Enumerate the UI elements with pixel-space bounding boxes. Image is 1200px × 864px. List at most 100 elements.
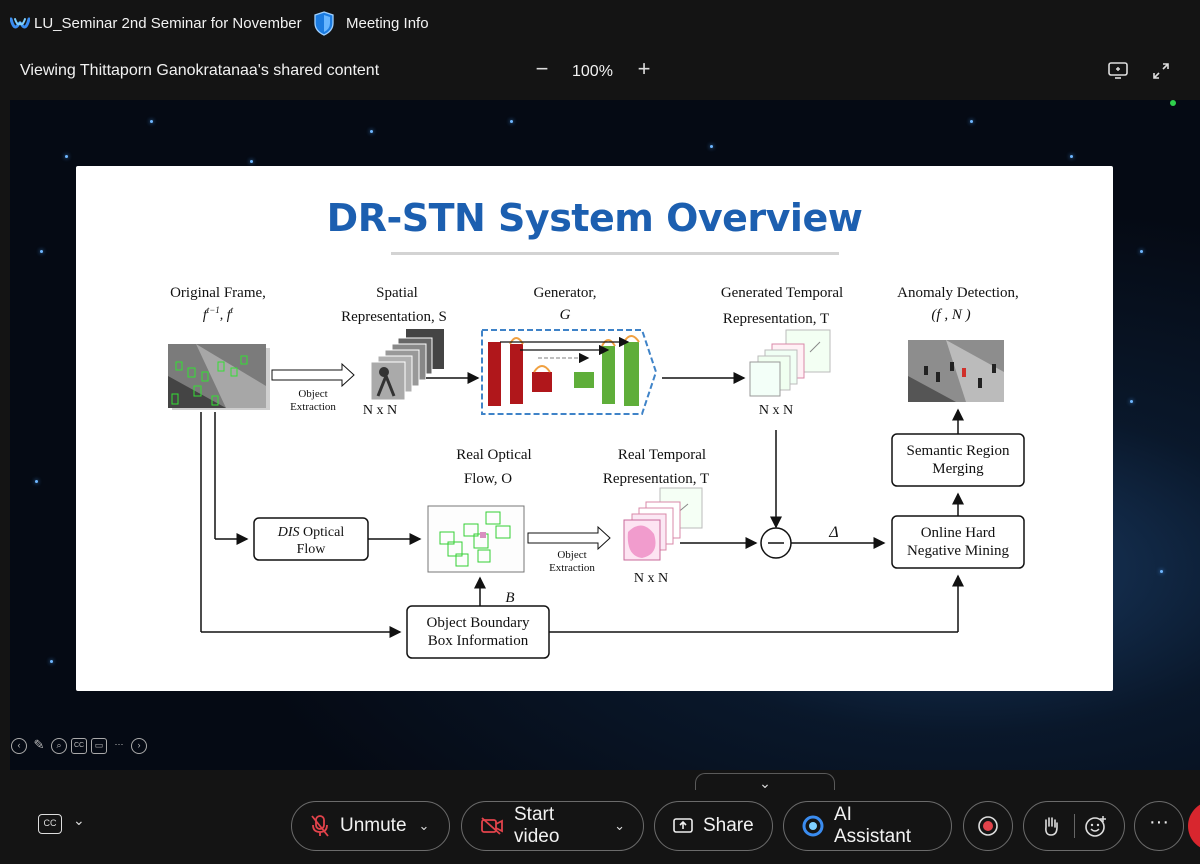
shield-icon[interactable] [313,11,335,36]
bg-star [970,120,973,123]
label-spatial-2: Representation, S [341,309,447,325]
label-object-1: Object [298,388,327,400]
meeting-controls-bar: CC ⌄ Unmute ⌄ Start video ⌄ Share AI As [0,790,1200,864]
bg-star [50,660,53,663]
bg-star [250,160,253,163]
video-icon[interactable]: ▭ [91,738,107,754]
label-generator-2: G [560,307,571,323]
previous-slide-icon[interactable]: ‹ [11,738,27,754]
record-button[interactable] [963,801,1013,851]
presentation-slide: DR-STN System Overview Original Frame, f… [76,166,1113,691]
label-bt: B [505,590,514,606]
ai-assistant-icon [802,815,824,837]
reactions-group [1023,801,1125,851]
label-obbox-2: Box Information [428,633,529,649]
label-original-frame: Original Frame, [170,285,266,301]
bg-star [1130,400,1133,403]
meeting-title: LU_Seminar 2nd Seminar for November [34,15,302,32]
collapse-controls-tab[interactable]: ⌄ [695,773,835,795]
zoom-level-display[interactable]: 100% [572,63,613,80]
bg-star [510,120,513,123]
closed-captions-button[interactable]: CC [38,814,62,834]
label-generator-1: Generator, [533,285,596,301]
label-obbox-1: Object Boundary [427,615,530,631]
anomaly-detection-image [908,340,1004,402]
next-slide-icon[interactable]: › [131,738,147,754]
unmute-label: Unmute [340,815,407,836]
label-original-frame-sym: ft−1, ft [203,305,234,323]
record-icon [978,816,998,836]
slide-title-divider [391,252,839,255]
label-ohnm-1: Online Hard [921,525,996,541]
share-button[interactable]: Share [654,801,773,851]
share-screen-icon [673,818,693,833]
screen-view-icon[interactable] [1108,62,1128,80]
object-boundary-box [406,605,550,659]
spatial-representation-stack [370,329,444,401]
label-nxn-spatial: N x N [363,403,397,418]
original-frame-image [168,344,270,410]
generated-temporal-stack [749,329,831,397]
real-optical-flow-image [427,505,525,573]
bg-star [1070,155,1073,158]
label-extraction-1: Extraction [290,401,336,413]
label-extraction-2: Extraction [549,562,595,574]
label-spatial-1: Spatial [376,285,418,301]
fullscreen-icon[interactable] [1152,62,1170,80]
label-delta: Δ [828,524,838,541]
emoji-reaction-icon[interactable] [1084,814,1108,838]
bg-star [710,145,713,148]
semantic-region-merging-box [891,433,1025,487]
unmute-button[interactable]: Unmute ⌄ [291,801,450,851]
label-anomaly-2: (f , N ) [931,307,970,323]
label-real-optical-1: Real Optical [456,447,531,463]
system-overview-diagram: Original Frame, ft−1, ft Spatial Represe… [168,285,1025,659]
share-toolbar: Viewing Thittaporn Ganokratanaa's shared… [0,48,1200,98]
bg-star [35,480,38,483]
label-semantic-1: Semantic Region [907,443,1010,459]
slide-title: DR-STN System Overview [326,196,863,240]
generator-network [481,329,658,415]
slide-nav-controls: ‹ ✎ ⌕ CC ▭ ⋯ › [11,738,147,756]
label-anomaly-1: Anomaly Detection, [897,285,1019,301]
magnifier-icon[interactable]: ⌕ [51,738,67,754]
real-temporal-stack [623,487,703,561]
viewing-shared-content-text: Viewing Thittaporn Ganokratanaa's shared… [20,62,380,79]
captions-icon[interactable]: CC [71,738,87,754]
bg-star [1140,250,1143,253]
title-bar: LU_Seminar 2nd Seminar for November Meet… [0,0,1200,48]
video-chevron-icon[interactable]: ⌄ [614,818,625,833]
webex-logo-icon [10,17,30,29]
start-video-label: Start video [514,804,560,847]
zoom-in-button[interactable]: + [637,56,651,81]
start-video-button[interactable]: Start video ⌄ [461,801,644,851]
label-ohnm-2: Negative Mining [907,543,1010,559]
label-nxn-generated: N x N [759,403,793,418]
label-dis-1: DIS Optical [277,525,345,540]
more-options-button[interactable]: ··· [1134,801,1184,851]
label-dis-2: Flow [297,542,327,557]
ai-assistant-button[interactable]: AI Assistant [783,801,952,851]
zoom-out-button[interactable]: − [535,56,549,81]
ai-assistant-label: AI Assistant [834,804,912,847]
leave-meeting-button[interactable] [1188,801,1200,851]
pen-icon[interactable]: ✎ [33,737,45,752]
object-extraction-arrow-1 [271,362,355,388]
label-gen-temporal-2: Representation, T [723,311,829,327]
more-options-icon[interactable]: ⋯ [114,739,124,749]
raise-hand-icon[interactable] [1042,815,1060,837]
captions-chevron-icon[interactable]: ⌄ [73,812,85,828]
unmute-chevron-icon[interactable]: ⌄ [418,818,430,833]
presence-dot [1170,100,1176,106]
bg-star [1160,570,1163,573]
reactions-divider [1074,814,1075,838]
label-object-2: Object [557,549,586,561]
bg-star [65,155,68,158]
bg-star [40,250,43,253]
label-real-optical-2: Flow, O [464,471,512,487]
object-extraction-arrow-2 [527,525,611,551]
online-hard-negative-mining-box [891,515,1025,569]
meeting-info-link[interactable]: Meeting Info [346,15,429,32]
video-off-icon [481,817,503,835]
muted-microphone-icon [311,815,329,837]
